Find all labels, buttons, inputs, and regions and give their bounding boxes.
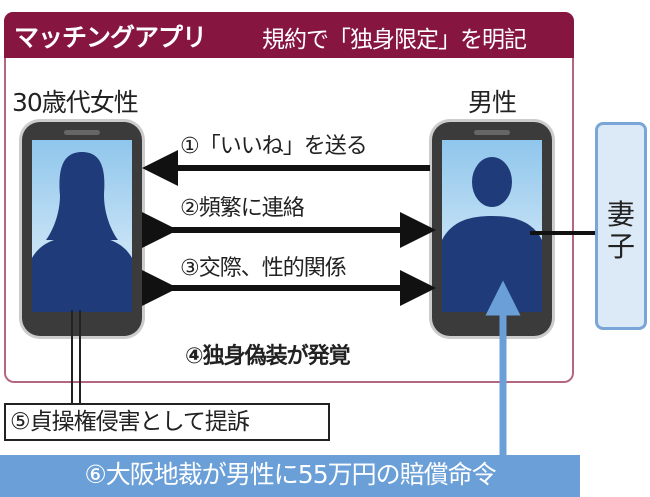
woman-phone — [22, 122, 142, 336]
family-box: 妻子 — [595, 122, 647, 330]
header-title: マッチングアプリ — [14, 23, 207, 52]
header-band: マッチングアプリ 規約で「独身限定」を明記 — [4, 12, 574, 58]
step-3: ③交際、性的関係 — [180, 256, 347, 281]
step-1: ①「いいね」を送る — [180, 134, 368, 159]
step-5-box: ⑤貞操権侵害として提訴 — [4, 403, 330, 441]
step-6-banner: ⑥大阪地裁が男性に55万円の賠償命令 — [0, 455, 580, 497]
man-label: 男性 — [468, 88, 517, 117]
woman-silhouette-icon — [32, 152, 132, 312]
step-4: ④独身偽装が発覚 — [185, 344, 351, 369]
header-subtitle: 規約で「独身限定」を明記 — [262, 27, 527, 53]
man-phone — [432, 122, 552, 336]
step-2: ②頻繁に連絡 — [180, 196, 305, 221]
woman-label: 30歳代女性 — [12, 88, 139, 117]
lawsuit-line — [71, 310, 81, 404]
family-label: 妻子 — [607, 198, 636, 263]
